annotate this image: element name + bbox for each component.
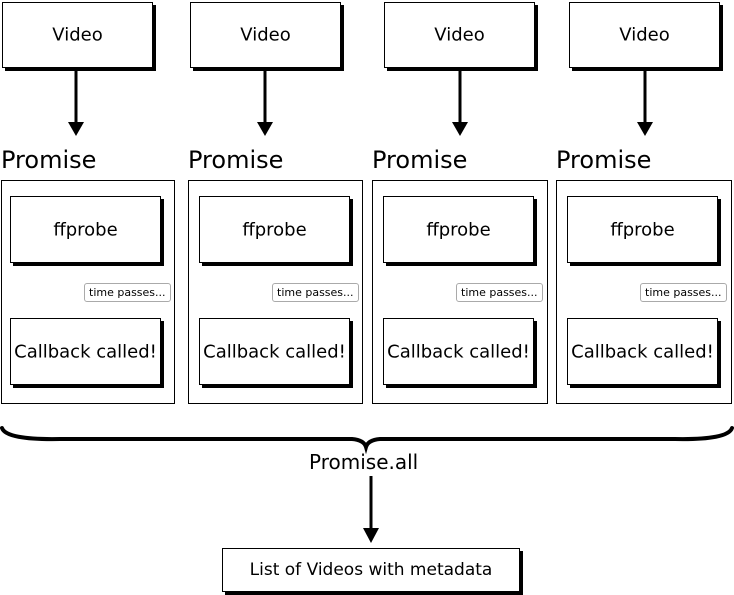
ffprobe-box-4: ffprobe	[567, 196, 718, 263]
grouping-brace	[0, 426, 734, 455]
video-label-1: Video	[52, 24, 103, 46]
video-to-promise-arrow-1	[68, 70, 84, 136]
time-passes-note-3: time passes...	[456, 283, 543, 302]
callback-box-3: Callback called!	[383, 318, 534, 385]
promise-all-label: Promise.all	[309, 450, 419, 474]
promise-title-3: Promise	[372, 146, 468, 174]
callback-box-2: Callback called!	[199, 318, 350, 385]
callback-label-2: Callback called!	[203, 341, 346, 362]
promise-title-4: Promise	[556, 146, 652, 174]
video-to-promise-arrow-3	[452, 70, 468, 136]
ffprobe-box-1: ffprobe	[10, 196, 161, 263]
promise-title-2: Promise	[188, 146, 284, 174]
video-to-promise-arrow-2	[257, 70, 273, 136]
video-label-2: Video	[240, 24, 291, 46]
callback-box-1: Callback called!	[10, 318, 161, 385]
video-box-4: Video	[569, 2, 720, 68]
video-label-4: Video	[619, 24, 670, 46]
callback-box-4: Callback called!	[567, 318, 718, 385]
video-box-1: Video	[2, 2, 153, 68]
callback-label-4: Callback called!	[571, 341, 714, 362]
promise-all-to-result-arrow	[363, 476, 379, 543]
video-box-2: Video	[190, 2, 341, 68]
video-label-3: Video	[434, 24, 485, 46]
ffprobe-label-3: ffprobe	[426, 219, 491, 240]
video-to-promise-arrow-4	[637, 70, 653, 136]
ffprobe-box-3: ffprobe	[383, 196, 534, 263]
ffprobe-box-2: ffprobe	[199, 196, 350, 263]
ffprobe-label-2: ffprobe	[242, 219, 307, 240]
result-box: List of Videos with metadata	[222, 548, 520, 592]
video-box-3: Video	[384, 2, 535, 68]
callback-label-3: Callback called!	[387, 341, 530, 362]
callback-label-1: Callback called!	[14, 341, 157, 362]
ffprobe-label-4: ffprobe	[610, 219, 675, 240]
result-label: List of Videos with metadata	[249, 560, 493, 580]
ffprobe-label-1: ffprobe	[53, 219, 118, 240]
time-passes-note-4: time passes...	[640, 283, 727, 302]
time-passes-note-1: time passes...	[84, 283, 171, 302]
promise-title-1: Promise	[1, 146, 97, 174]
time-passes-note-2: time passes...	[272, 283, 359, 302]
